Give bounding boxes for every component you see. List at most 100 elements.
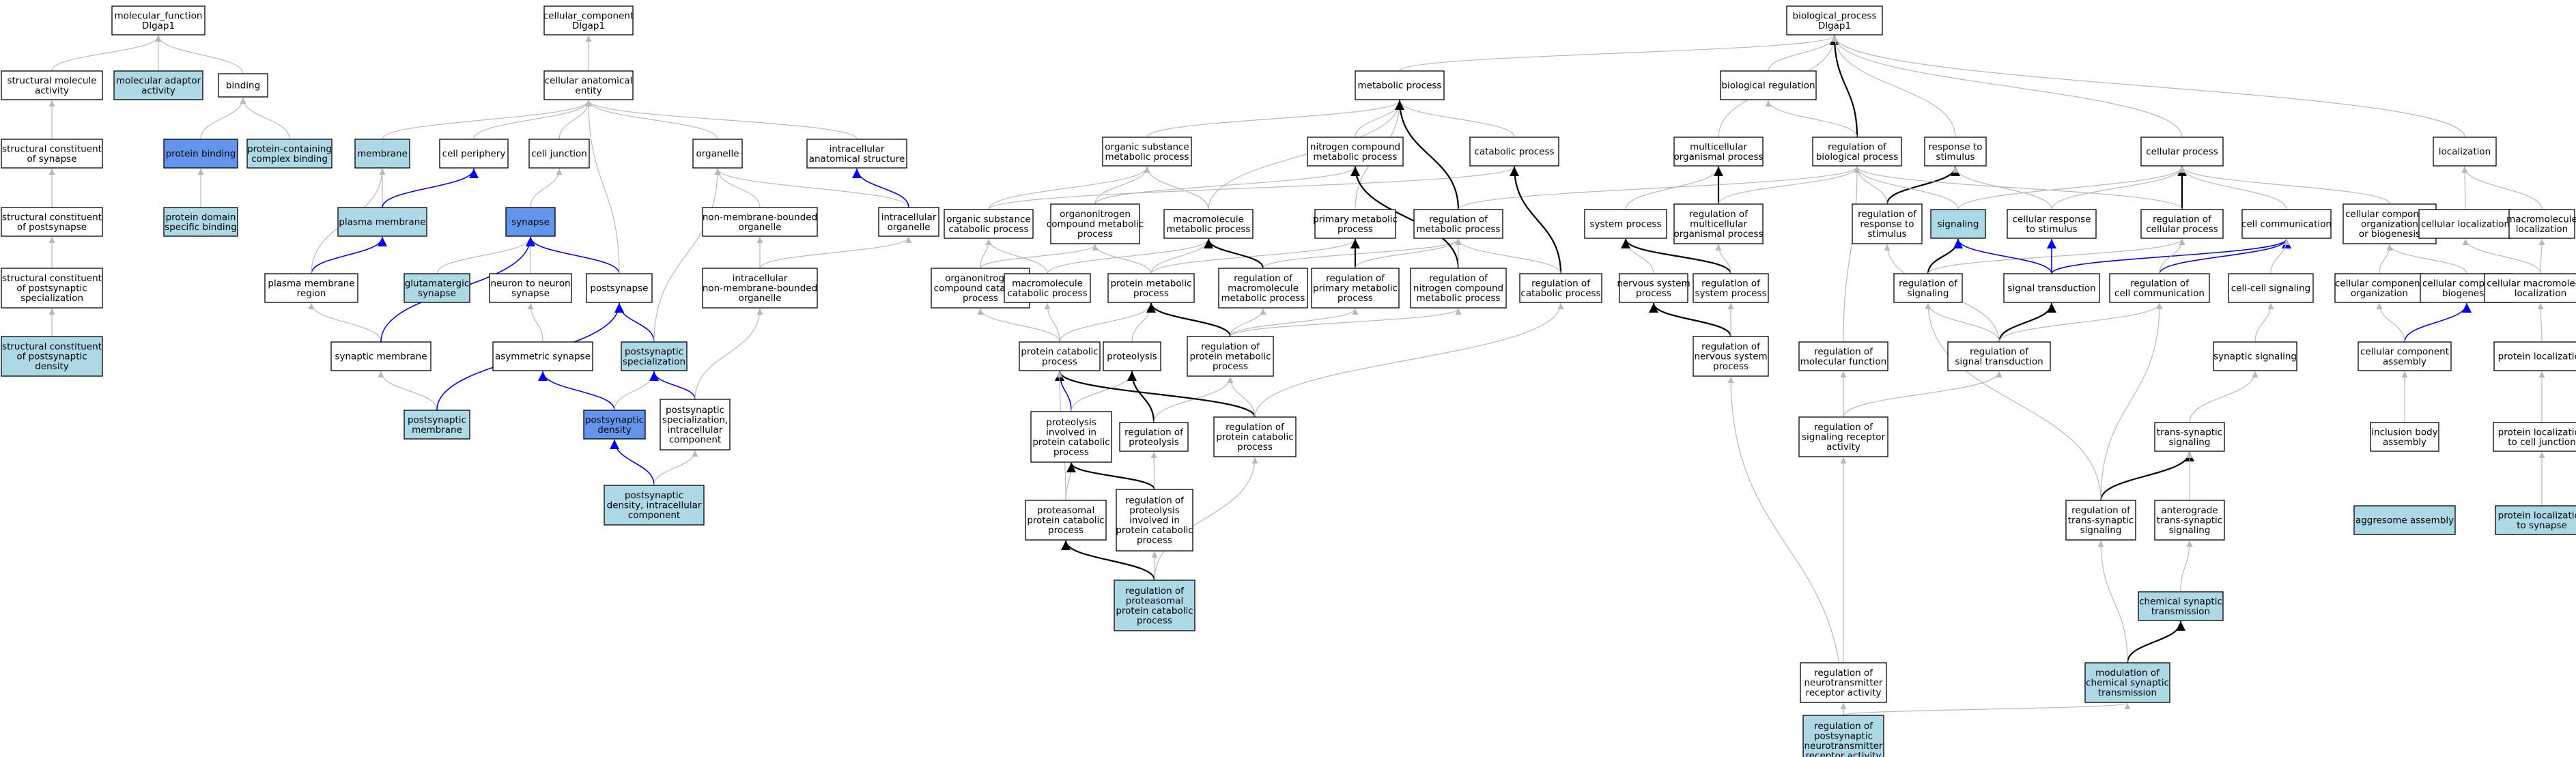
go-term-node-syn_membrane[interactable]: synaptic membrane [330, 341, 431, 371]
go-term-node-system_process[interactable]: system process [1584, 209, 1667, 239]
go-term-node-cell_junction[interactable]: cell junction [528, 139, 590, 169]
go-term-node-binding[interactable]: binding [218, 73, 268, 98]
go-term-node-sig_trans[interactable]: signal transduction [2003, 273, 2100, 303]
go-term-node-aggresome[interactable]: aggresome assembly [2353, 505, 2456, 535]
go-term-node-plsyn[interactable]: protein localizationto synapse [2495, 505, 2576, 535]
go-term-node-asym_syn[interactable]: asymmetric synapse [492, 341, 593, 371]
go-term-node-organelle[interactable]: organelle [692, 139, 743, 169]
go-term-node-bio_reg[interactable]: biological regulation [1720, 70, 1817, 100]
go-term-node-plcj[interactable]: protein localizationto cell junction [2493, 422, 2576, 452]
go-term-node-cell_comm[interactable]: cell communication [2241, 209, 2332, 239]
go-term-node-proteolysis[interactable]: proteolysis [1103, 341, 1161, 371]
go-term-node-synapse[interactable]: synapse [505, 207, 556, 237]
go-term-node-plasma_membrane[interactable]: plasma membrane [337, 207, 427, 237]
go-term-node-prot_loc[interactable]: protein localization [2493, 341, 2576, 371]
go-term-node-cell_loc[interactable]: cellular localization [2418, 209, 2513, 239]
go-term-node-metabolic[interactable]: metabolic process [1355, 70, 1445, 100]
go-term-node-ccs[interactable]: cell-cell signaling [2228, 273, 2314, 303]
go-term-node-signaling[interactable]: signaling [1930, 209, 1986, 239]
go-term-node-cell_periphery[interactable]: cell periphery [439, 139, 509, 169]
go-term-node-catabolic[interactable]: catabolic process [1469, 137, 1559, 167]
go-term-node-localization[interactable]: localization [2433, 137, 2497, 167]
go-term-node-cellular_process[interactable]: cellular process [2140, 137, 2224, 167]
go-term-node-protein_binding[interactable]: protein binding [163, 139, 238, 169]
go-term-node-postsynapse[interactable]: postsynapse [586, 273, 653, 303]
go-term-node-membrane[interactable]: membrane [354, 139, 410, 169]
go-term-node-syn_sig[interactable]: synaptic signaling [2213, 341, 2297, 371]
